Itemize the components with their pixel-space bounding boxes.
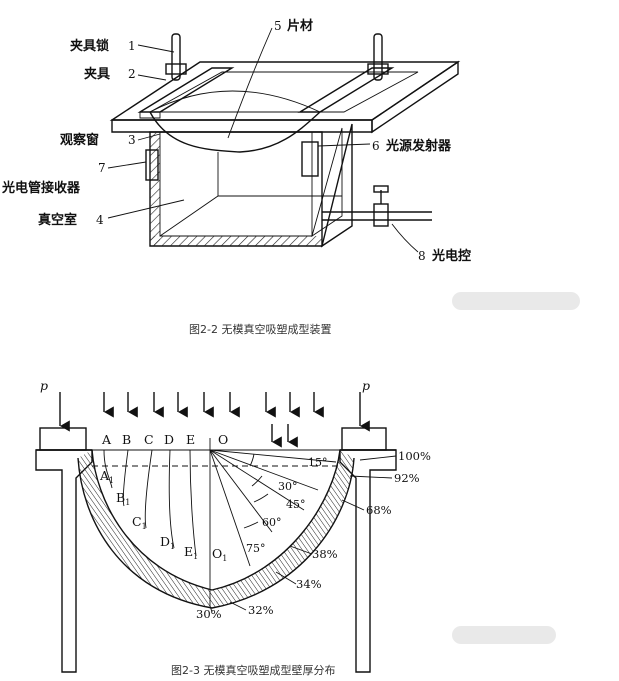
callout-label-sheet: 片材: [287, 18, 313, 34]
thickness-32: 32%: [248, 603, 274, 617]
point-B1: B1: [116, 490, 130, 507]
thickness-100: 100%: [398, 449, 431, 463]
angle-30: 30°: [278, 480, 298, 493]
watermark-blur: [452, 626, 556, 644]
top-point-B: B: [122, 432, 131, 447]
callout-number-8: 8: [418, 249, 426, 263]
callout-label-clamp-lock: 夹具锁: [70, 38, 109, 54]
angle-75: 75°: [246, 542, 266, 555]
force-label-right: p: [362, 378, 370, 393]
callout-number-6: 6: [372, 139, 380, 153]
figure-caption-1: 图2-2 无模真空吸塑成型装置: [189, 322, 331, 336]
callout-label-receiver: 光电管接收器: [1, 180, 81, 196]
point-E1: E1: [184, 544, 198, 561]
callout-number-2: 2: [128, 67, 136, 81]
apparatus-labels: 夹具锁 1 夹具 2 观察窗 3 7 光电管接收器 真空室 4 5 片材 6 光…: [1, 18, 471, 264]
thickness-30: 30%: [196, 607, 222, 621]
force-label-left: p: [40, 378, 48, 393]
point-O1: O1: [212, 546, 227, 563]
angle-15: 15°: [308, 456, 328, 469]
top-point-E: E: [186, 432, 195, 447]
callout-number-1: 1: [128, 39, 136, 53]
figure-caption-2: 图2-3 无模真空吸塑成型壁厚分布: [171, 663, 335, 677]
thickness-92: 92%: [394, 471, 420, 485]
watermark-blur: [452, 292, 580, 310]
callout-number-3: 3: [128, 133, 136, 147]
top-point-A: A: [101, 432, 112, 447]
top-point-C: C: [144, 432, 154, 447]
callout-number-5: 5: [274, 19, 282, 33]
angle-60: 60°: [262, 516, 282, 529]
top-point-O: O: [218, 432, 228, 447]
point-A1: A1: [99, 468, 114, 485]
callout-label-window: 观察窗: [60, 132, 99, 148]
angle-45: 45°: [286, 498, 306, 511]
point-D1: D1: [160, 534, 175, 551]
thickness-38: 38%: [312, 547, 338, 561]
callout-label-clamp: 夹具: [84, 66, 110, 82]
thickness-labels: p p A B C D E O A1 B1 C1 D1 E1 O1 15° 30…: [40, 378, 431, 621]
callout-label-photo-control: 光电控: [431, 248, 471, 264]
top-point-D: D: [164, 432, 174, 447]
point-C1: C1: [132, 514, 147, 531]
callout-number-7: 7: [98, 161, 106, 175]
thickness-68: 68%: [366, 503, 392, 517]
callout-label-light-source: 光源发射器: [385, 138, 452, 154]
thickness-diagram: [35, 392, 397, 673]
thickness-34: 34%: [296, 577, 322, 591]
apparatus-diagram: [107, 27, 461, 253]
callout-label-chamber: 真空室: [38, 212, 77, 228]
callout-number-4: 4: [96, 213, 104, 227]
